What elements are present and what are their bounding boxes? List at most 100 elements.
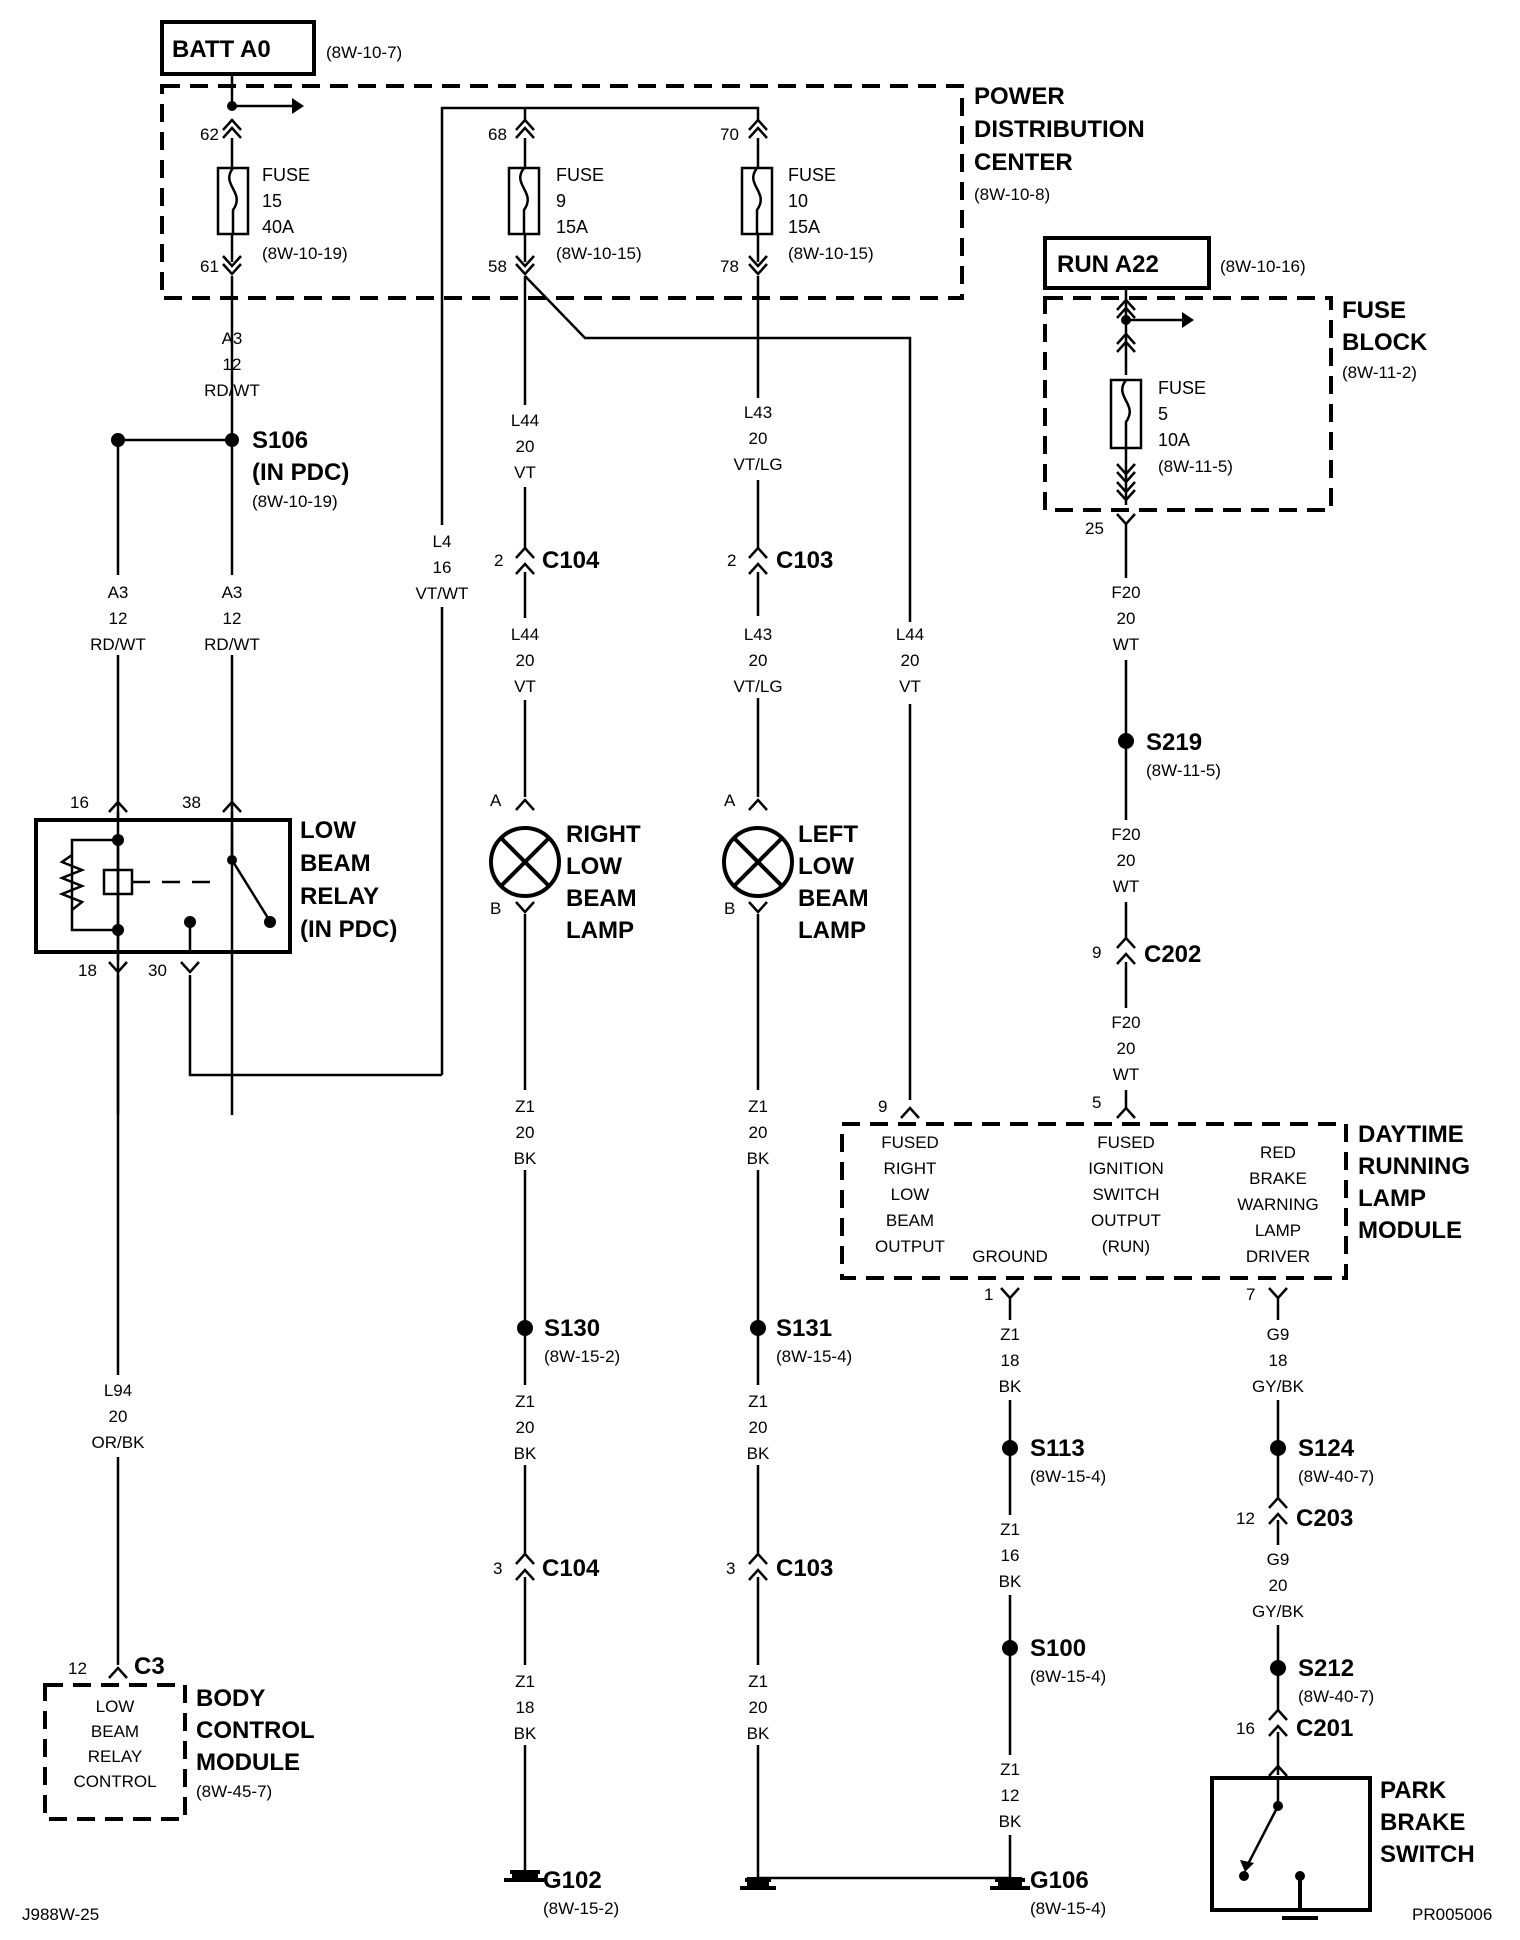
wire-l43-color-1: VT/LG — [733, 455, 782, 474]
relay-pin-18: 18 — [78, 961, 97, 980]
pdc-label-1: POWER — [974, 83, 1065, 110]
relay-pin-38: 38 — [182, 793, 201, 812]
c103a-label: C103 — [776, 547, 833, 574]
wire-z1-r1-code: Z1 — [515, 1097, 535, 1116]
fuse10-pin-bot: 78 — [720, 257, 739, 276]
fuse5-amps: 10A — [1158, 430, 1190, 450]
fuse-block-label-2: BLOCK — [1342, 329, 1428, 356]
wire-z1-r3-code: Z1 — [515, 1672, 535, 1691]
drl-in-1: FUSED — [1097, 1133, 1155, 1152]
fuse5-ref: (8W-11-5) — [1158, 457, 1233, 476]
wire-z1-g2-gauge: 16 — [1001, 1546, 1020, 1565]
bcm-label-1: BODY — [196, 1685, 265, 1712]
fuse9-pin-top: 68 — [488, 125, 507, 144]
drl-module-box — [840, 1122, 1348, 1280]
wire-l4-code: L4 — [433, 532, 452, 551]
fuse-block-label-1: FUSE — [1342, 297, 1406, 324]
wire-g9-2-color: GY/BK — [1252, 1602, 1305, 1621]
rlamp-label-2: LOW — [566, 853, 622, 880]
rlamp-label-1: RIGHT — [566, 821, 641, 848]
drl-label-1: DAYTIME — [1358, 1121, 1464, 1148]
wire-z1-r1-gauge: 20 — [516, 1123, 535, 1142]
fuse5-label: FUSE — [1158, 378, 1206, 398]
s130-dot — [517, 1320, 533, 1336]
wire-l44-color-r1: VT — [514, 463, 536, 482]
fuse9-amps: 15A — [556, 217, 588, 237]
drl-in-4: OUTPUT — [1091, 1211, 1161, 1230]
drl-pin-1: 1 — [984, 1285, 993, 1304]
wire-g9-1-code: G9 — [1267, 1325, 1290, 1344]
drl-out-5: OUTPUT — [875, 1237, 945, 1256]
g102-label: G102 — [543, 1867, 602, 1894]
relay-label-2: BEAM — [300, 850, 371, 877]
rlamp-label-4: LAMP — [566, 917, 634, 944]
pbs-label-3: SWITCH — [1380, 1841, 1475, 1868]
fuse15-amps: 40A — [262, 217, 294, 237]
pbs-label-2: BRAKE — [1380, 1809, 1465, 1836]
bcm-pin: 12 — [68, 1659, 87, 1678]
llamp-pin-b: B — [724, 899, 735, 918]
g106-label: G106 — [1030, 1867, 1089, 1894]
fuse5-number: 5 — [1158, 404, 1168, 424]
wire-l44-color-d: VT — [899, 677, 921, 696]
c104b-pin: 3 — [493, 1559, 502, 1578]
drl-out-2: RIGHT — [884, 1159, 937, 1178]
park-brake-switch-box — [1210, 1776, 1372, 1912]
footer-right-code: PR005006 — [1412, 1905, 1492, 1924]
s212-label: S212 — [1298, 1655, 1354, 1682]
fuse15-number: 15 — [262, 191, 282, 211]
drl-out-3: LOW — [891, 1185, 930, 1204]
fuse15-label: FUSE — [262, 165, 310, 185]
wire-z1-l2-color: BK — [747, 1444, 770, 1463]
wire-l43-code-1: L43 — [744, 403, 772, 422]
s131-ref: (8W-15-4) — [776, 1347, 852, 1366]
relay-pin-16: 16 — [70, 793, 89, 812]
wire-z1-r2-color: BK — [514, 1444, 537, 1463]
wire-a3-code-2: A3 — [108, 583, 129, 602]
wire-f20-code-3: F20 — [1111, 1013, 1140, 1032]
s130-ref: (8W-15-2) — [544, 1347, 620, 1366]
wire-z1-g2-color: BK — [999, 1572, 1022, 1591]
fuse5-pin: 25 — [1085, 519, 1104, 538]
low-beam-relay-box — [34, 818, 292, 954]
bcm-ref: (8W-45-7) — [196, 1782, 272, 1801]
s219-label: S219 — [1146, 729, 1202, 756]
drl-out-4: BEAM — [886, 1211, 934, 1230]
fuse9-ref: (8W-10-15) — [556, 244, 642, 263]
relay-pin-30: 30 — [148, 961, 167, 980]
llamp-pin-a: A — [724, 791, 736, 810]
drl-label-4: MODULE — [1358, 1217, 1462, 1244]
wire-g9-1-color: GY/BK — [1252, 1377, 1305, 1396]
c103b-pin: 3 — [726, 1559, 735, 1578]
wire-z1-l1-gauge: 20 — [749, 1123, 768, 1142]
fuse10-ref: (8W-10-15) — [788, 244, 874, 263]
fuse9-pin-bot: 58 — [488, 257, 507, 276]
drl-pin-5: 5 — [1092, 1093, 1101, 1112]
wire-a3-gauge: 12 — [223, 355, 242, 374]
drl-in-5: (RUN) — [1102, 1237, 1150, 1256]
fuse10-number: 10 — [788, 191, 808, 211]
batt-a0-box — [160, 20, 316, 76]
fuse10-amps: 15A — [788, 217, 820, 237]
drl-pin-7: 7 — [1246, 1285, 1255, 1304]
wire-a3-color: RD/WT — [204, 381, 260, 400]
bcm-box — [43, 1683, 187, 1821]
wire-l94-gauge: 20 — [109, 1407, 128, 1426]
s106-sub: (IN PDC) — [252, 459, 349, 486]
fuse9-number: 9 — [556, 191, 566, 211]
wire-z1-r3-color: BK — [514, 1724, 537, 1743]
fuse9-label: FUSE — [556, 165, 604, 185]
batt-a0-ref: (8W-10-7) — [326, 43, 402, 62]
wire-z1-g3-color: BK — [999, 1812, 1022, 1831]
wire-l43-gauge-1: 20 — [749, 429, 768, 448]
wire-z1-l2-gauge: 20 — [749, 1418, 768, 1437]
wire-a3-gauge-2: 12 — [109, 609, 128, 628]
drl-in-3: SWITCH — [1092, 1185, 1159, 1204]
drl-red-5: DRIVER — [1246, 1247, 1310, 1266]
pdc-ref: (8W-10-8) — [974, 185, 1050, 204]
c203-label: C203 — [1296, 1505, 1353, 1532]
wire-g9-2-code: G9 — [1267, 1550, 1290, 1569]
s106-label: S106 — [252, 427, 308, 454]
wire-z1-l3-gauge: 20 — [749, 1698, 768, 1717]
